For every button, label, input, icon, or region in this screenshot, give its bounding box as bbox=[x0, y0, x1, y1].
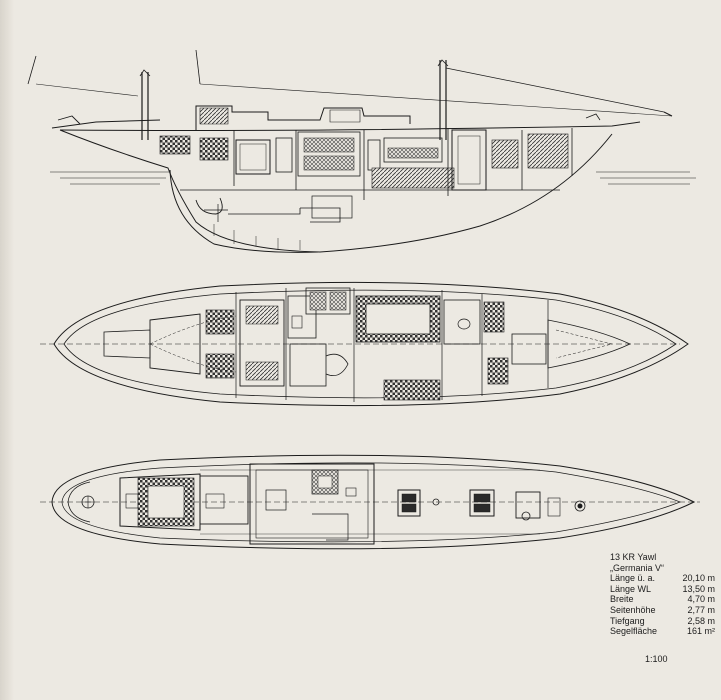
spec-row: Seitenhöhe 2,77 m bbox=[610, 605, 715, 616]
spec-value: 2,58 m bbox=[687, 615, 715, 626]
book-spine-shadow bbox=[0, 0, 14, 700]
spec-value: 4,70 m bbox=[687, 594, 715, 605]
spec-value: 161 m² bbox=[686, 626, 715, 637]
spec-row: Segelfläche 161 m² bbox=[610, 626, 715, 637]
spec-row: Tiefgang 2,58 m bbox=[610, 616, 715, 627]
vessel-type: 13 KR Yawl bbox=[610, 552, 657, 562]
spec-label: Seitenhöhe bbox=[610, 604, 656, 615]
profile-section-view bbox=[27, 49, 696, 253]
spec-value: 20,10 m bbox=[682, 573, 715, 584]
spec-label: Tiefgang bbox=[610, 615, 645, 626]
spec-label: Länge WL bbox=[610, 583, 652, 594]
spec-label: Breite bbox=[610, 594, 634, 605]
spec-row: Breite 4,70 m bbox=[610, 594, 715, 605]
accommodation-plan-view bbox=[40, 281, 689, 407]
spec-row: Länge ü. a. 20,10 m bbox=[610, 573, 715, 584]
vessel-name: „Germania V“ bbox=[610, 562, 665, 573]
spec-label: Segelfläche bbox=[610, 626, 658, 637]
deck-plan-view bbox=[40, 454, 700, 550]
spec-label: Länge ü. a. bbox=[610, 573, 656, 584]
spec-value: 13,50 m bbox=[682, 583, 715, 594]
spec-row: Länge WL 13,50 m bbox=[610, 584, 715, 595]
specification-block: 13 KR Yawl „Germania V“ Länge ü. a. 20,1… bbox=[610, 552, 715, 637]
scale-label: 1:100 bbox=[645, 654, 668, 664]
spec-value: 2,77 m bbox=[687, 604, 715, 615]
